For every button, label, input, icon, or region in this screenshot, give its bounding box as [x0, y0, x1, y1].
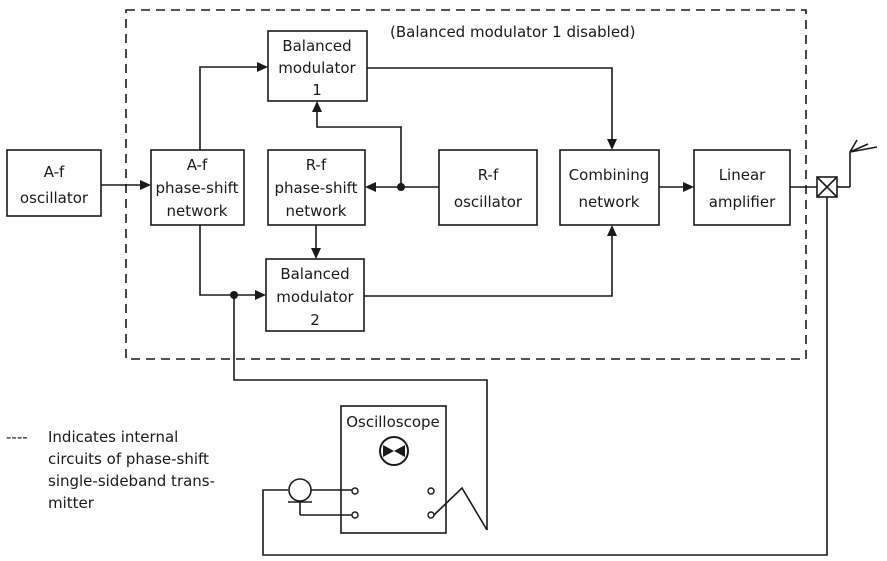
wire-coupler-sample — [262, 197, 828, 556]
scope-screen-icon — [379, 436, 409, 466]
detector-probe-icon — [288, 478, 312, 515]
legend-line-2: circuits of phase-shift — [48, 450, 209, 468]
legend-line-4: mitter — [48, 494, 95, 512]
scope-terminal-left-bottom — [351, 511, 359, 519]
scope-terminal-right-top — [427, 487, 435, 495]
antenna-icon — [837, 139, 878, 188]
arrowhead-combining-bottom-input — [607, 225, 617, 236]
block-oscilloscope: Oscilloscope — [340, 405, 447, 534]
block-combining-line-2: network — [579, 193, 640, 211]
arrowhead-bal-mod-2-af-input — [255, 290, 266, 300]
block-linear-amplifier: Linear amplifier — [693, 149, 791, 226]
legend: ---- Indicates internal circuits of phas… — [6, 428, 215, 512]
block-bal-mod-1-line-1: Balanced — [282, 37, 351, 55]
legend-dash-symbol: ---- — [6, 428, 28, 446]
block-rf-phase-shift-line-1: R-f — [306, 156, 327, 174]
block-linear-amp-line-2: amplifier — [709, 193, 776, 211]
block-linear-amp-line-1: Linear — [719, 166, 766, 184]
block-rf-phase-shift-network: R-f phase-shift network — [267, 149, 366, 226]
block-bal-mod-1-line-3: 1 — [312, 81, 322, 99]
block-af-oscillator: A-f oscillator — [6, 149, 102, 217]
arrowhead-combining-top-input — [607, 139, 617, 150]
block-af-phase-shift-line-2: phase-shift — [155, 179, 238, 197]
arrowhead-rf-phase-input — [365, 182, 376, 192]
block-af-oscillator-line-2: oscillator — [20, 189, 89, 207]
block-af-oscillator-line-1: A-f — [44, 163, 65, 181]
block-combining-network: Combining network — [559, 149, 660, 226]
directional-coupler — [816, 176, 838, 198]
arrowhead-bal-mod-1-af-input — [257, 62, 268, 72]
scope-input-switch — [433, 486, 488, 531]
block-bal-mod-2-line-3: 2 — [310, 311, 320, 329]
block-balanced-modulator-2: Balanced modulator 2 — [265, 258, 365, 332]
wire-af-phase-to-bal-mod-2 — [199, 225, 259, 296]
legend-line-1: Indicates internal — [48, 428, 178, 446]
wire-junction-to-bal-mod-1 — [316, 108, 402, 187]
block-combining-line-1: Combining — [569, 166, 650, 184]
block-bal-mod-2-line-1: Balanced — [280, 265, 349, 283]
block-af-phase-shift-line-3: network — [167, 202, 228, 220]
scope-terminal-right-bottom — [427, 511, 435, 519]
block-rf-oscillator-line-2: oscillator — [454, 193, 523, 211]
wire-bal-mod-1-to-combining — [367, 67, 613, 143]
wire-af-phase-to-bal-mod-1 — [199, 66, 261, 150]
block-rf-oscillator-line-1: R-f — [478, 166, 499, 184]
block-rf-phase-shift-line-3: network — [286, 202, 347, 220]
scope-terminal-left-top — [351, 487, 359, 495]
legend-line-3: single-sideband trans- — [48, 472, 215, 490]
block-af-phase-shift-network: A-f phase-shift network — [150, 149, 245, 226]
block-rf-oscillator: R-f oscillator — [438, 149, 538, 226]
block-oscilloscope-label: Oscilloscope — [346, 413, 440, 431]
block-bal-mod-1-line-2: modulator — [278, 59, 356, 77]
arrowhead-af-phase-input — [140, 180, 151, 190]
enclosure-note: (Balanced modulator 1 disabled) — [390, 23, 635, 41]
block-bal-mod-2-line-2: modulator — [276, 288, 354, 306]
arrowhead-bal-mod-2-rf-input — [311, 248, 321, 259]
block-balanced-modulator-1: Balanced modulator 1 — [267, 30, 368, 102]
arrowhead-bal-mod-1-rf-input — [312, 101, 322, 112]
block-rf-phase-shift-line-2: phase-shift — [274, 179, 357, 197]
block-af-phase-shift-line-1: A-f — [187, 156, 208, 174]
wire-af-sample — [233, 295, 488, 530]
arrowhead-amp-input — [683, 182, 694, 192]
wire-bal-mod-2-to-combining — [364, 232, 613, 297]
